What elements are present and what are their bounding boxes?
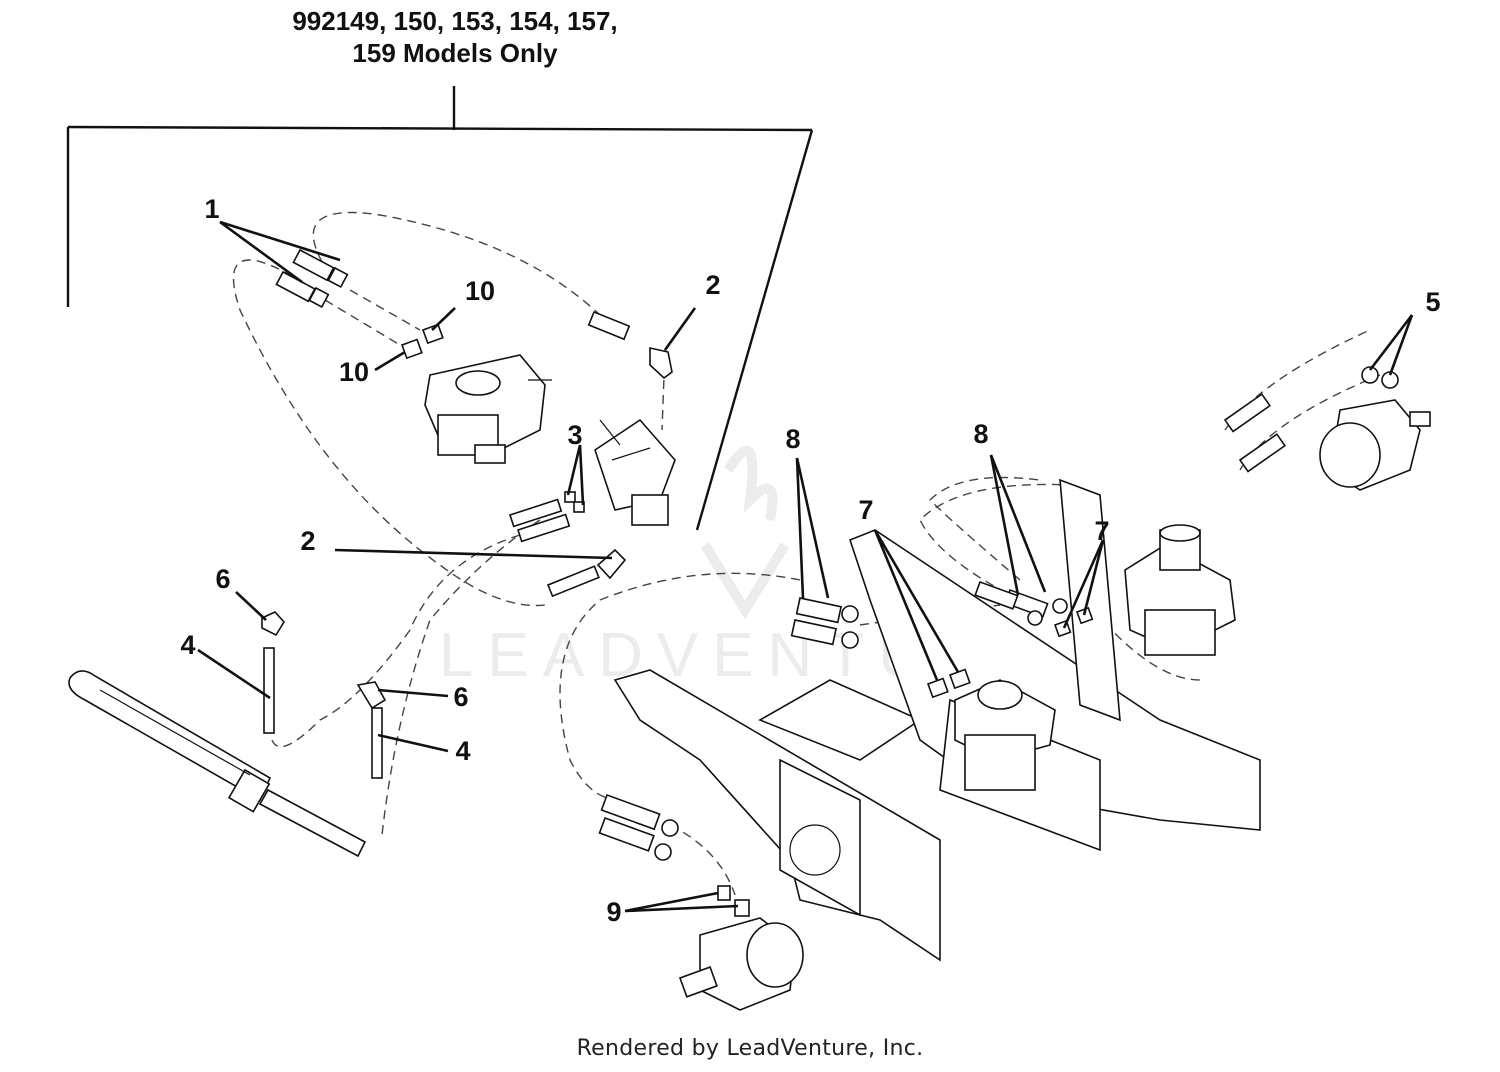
model-note-line2: 159 Models Only [352, 38, 558, 68]
callout-4-left: 4 [180, 630, 195, 660]
callout-7-right: 7 [1094, 516, 1109, 546]
watermark-logo [700, 445, 790, 620]
hydraulic-cylinder [68, 670, 367, 858]
callout-labels: 1 2 2 3 4 4 5 6 6 7 7 8 8 9 10 10 [180, 194, 1440, 927]
hose-ends-8-left [790, 597, 859, 649]
callout-10-upper: 10 [465, 276, 495, 306]
leader-lines [197, 220, 1414, 913]
model-group-bracket [66, 86, 814, 531]
callout-3: 3 [567, 420, 582, 450]
frame-left [613, 669, 941, 962]
hydraulic-pump [424, 354, 552, 464]
wheel-motor-lower [598, 793, 804, 1011]
callout-7-left: 7 [858, 495, 873, 525]
callout-10-lower: 10 [339, 357, 369, 387]
callout-9: 9 [606, 897, 621, 927]
drive-pump-right [1124, 524, 1236, 656]
drive-pump-center [954, 679, 1056, 791]
valve-hoses [508, 491, 627, 598]
footer-credit: Rendered by LeadVenture, Inc. [576, 1036, 924, 1061]
callout-8-left: 8 [785, 424, 800, 454]
hose-ends-8-right [974, 580, 1068, 626]
callout-2-upper: 2 [705, 270, 720, 300]
callout-6-lower: 6 [453, 682, 468, 712]
callout-5: 5 [1425, 287, 1440, 317]
callout-2-lower: 2 [300, 526, 315, 556]
control-valve [594, 418, 676, 526]
callout-6-upper: 6 [215, 564, 230, 594]
callout-8-right: 8 [973, 419, 988, 449]
cylinder-hoses [261, 611, 387, 779]
callout-1: 1 [204, 194, 219, 224]
wheel-motor-right [1223, 366, 1431, 491]
model-note-line1: 992149, 150, 153, 154, 157, [292, 6, 618, 36]
callout-4-right: 4 [455, 736, 470, 766]
hose-fittings-upper [275, 248, 673, 380]
